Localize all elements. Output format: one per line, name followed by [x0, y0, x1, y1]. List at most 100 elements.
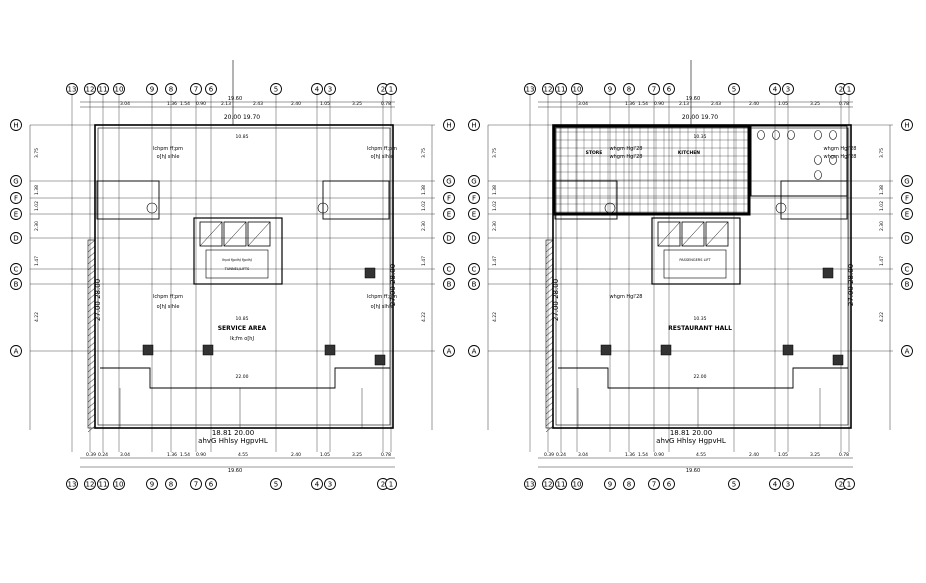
wall-hatch — [545, 413, 554, 421]
wall-hatch — [545, 245, 554, 253]
wall-hatch — [545, 353, 554, 361]
wall-hatch — [545, 311, 554, 319]
dim-left: 1.02 — [34, 201, 40, 211]
axis-bubble-label: 13 — [68, 86, 77, 94]
dim-bottom: 0.78 — [381, 452, 391, 458]
dim-left: 1.47 — [34, 256, 40, 266]
axis-bubble-circle — [555, 83, 567, 95]
wall-hatch — [545, 257, 554, 265]
wall-hatch — [87, 419, 96, 427]
mid-dim: 27.00 28.00 — [847, 264, 855, 306]
axis-bubble-top: 6 — [663, 83, 675, 95]
axis-bubble-circle — [843, 83, 855, 95]
axis-bubble-label: 1 — [847, 86, 851, 94]
axis-bubble-label: 6 — [209, 481, 214, 489]
axis-bubble-bottom: 9 — [146, 478, 158, 490]
room-label: o[hJ slhle — [371, 154, 394, 160]
axis-bubble-label: G — [13, 178, 18, 186]
dim-left: 1.38 — [492, 185, 498, 195]
toilet-fixture — [814, 130, 822, 140]
axis-bubble-circle — [443, 263, 455, 275]
dim-bottom: 0.90 — [654, 452, 664, 458]
axis-bubble-label: 1 — [847, 481, 851, 489]
axis-bubble-top: 3 — [782, 83, 794, 95]
axis-bubble-circle — [728, 478, 740, 490]
axis-bubble-label: 6 — [667, 86, 672, 94]
wall-hatch — [87, 335, 96, 343]
axis-bubble-label: H — [13, 122, 18, 130]
axis-bubble-circle — [468, 263, 480, 275]
column — [324, 344, 336, 356]
axis-bubble-right: B — [901, 278, 913, 290]
axis-bubble-label: 2 — [839, 481, 843, 489]
axis-bubble-left: F — [10, 192, 22, 204]
axis-bubble-right: D — [443, 232, 455, 244]
dim-bottom: 3.25 — [810, 452, 820, 458]
axis-bubble-label: 5 — [732, 481, 736, 489]
axis-bubble-label: G — [904, 178, 909, 186]
dim-bottom: 0.39 — [86, 452, 96, 458]
axis-bubble-circle — [66, 83, 78, 95]
column — [142, 344, 154, 356]
dim-bottom: 1.54 — [638, 452, 648, 458]
dim-left: 3.75 — [492, 148, 498, 158]
axis-bubble-circle — [663, 478, 675, 490]
dim-bottom: 0.39 — [544, 452, 554, 458]
plan-caption: ahvG Hhlsy HgpvHL — [656, 437, 726, 445]
wall-hatch — [545, 293, 554, 301]
axis-bubble-label: B — [905, 281, 910, 289]
room-label: whgm Hgl'28 — [610, 154, 643, 160]
axis-bubble-top: 3 — [324, 83, 336, 95]
axis-bubble-top: 6 — [205, 83, 217, 95]
wall-hatch — [87, 263, 96, 271]
axis-bubble-label: 11 — [99, 86, 108, 94]
wall-hatch — [87, 293, 96, 301]
room-label: whgm Hgl'28 — [824, 154, 857, 160]
axis-bubble-bottom: 11 — [555, 478, 567, 490]
axis-bubble-label: B — [472, 281, 477, 289]
axis-bubble-circle — [10, 263, 22, 275]
axis-bubble-bottom: 4 — [769, 478, 781, 490]
axis-bubble-top: 7 — [190, 83, 202, 95]
column — [782, 344, 794, 356]
axis-bubble-circle — [443, 119, 455, 131]
axis-bubble-left: C — [10, 263, 22, 275]
room-label: o[hJ slhle — [157, 154, 180, 160]
toilet-fixture — [772, 130, 780, 140]
door-swing — [146, 202, 158, 214]
axis-bubble-label: E — [905, 211, 909, 219]
axis-bubble-label: F — [472, 195, 476, 203]
bottom-width-label: 18.81 20.00 — [670, 429, 712, 437]
dim-top: 0.78 — [381, 101, 391, 107]
axis-bubble-right: G — [901, 175, 913, 187]
dim-top: 1.05 — [778, 101, 788, 107]
axis-bubble-label: 2 — [381, 481, 385, 489]
facade-line — [100, 367, 390, 389]
dim-right: 1.02 — [879, 201, 885, 211]
hatched-wall — [87, 239, 96, 429]
wall-hatch — [87, 359, 96, 367]
axis-bubble-right: H — [443, 119, 455, 131]
wall-hatch — [87, 371, 96, 379]
axis-bubble-circle — [542, 83, 554, 95]
lobby — [663, 249, 727, 279]
axis-bubble-label: 4 — [773, 481, 778, 489]
toilet-fixture — [757, 130, 765, 140]
center-dim: 22.00 — [236, 374, 249, 380]
axis-bubble-left: B — [10, 278, 22, 290]
wall-hatch — [545, 263, 554, 271]
axis-bubble-circle — [324, 478, 336, 490]
axis-bubble-circle — [901, 208, 913, 220]
toilet-fixture — [829, 130, 837, 140]
axis-bubble-label: 3 — [786, 86, 790, 94]
wall-hatch — [545, 401, 554, 409]
column — [832, 354, 844, 366]
axis-bubble-circle — [10, 175, 22, 187]
axis-bubble-label: H — [471, 122, 476, 130]
dim-top: 1.05 — [320, 101, 330, 107]
axis-bubble-bottom: 4 — [311, 478, 323, 490]
dim-bottom: 0.78 — [839, 452, 849, 458]
axis-bubble-circle — [468, 175, 480, 187]
wall-hatch — [545, 269, 554, 277]
axis-bubble-circle — [524, 478, 536, 490]
